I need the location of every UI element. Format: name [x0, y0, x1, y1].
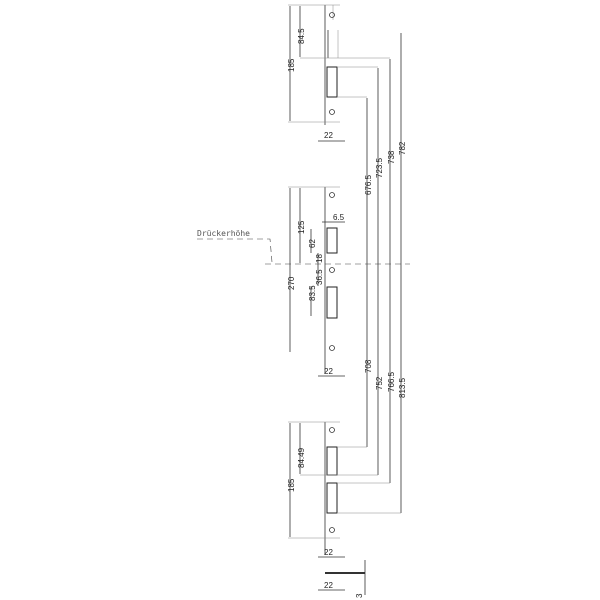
- top-plate: 185 84.5 22: [287, 4, 390, 142]
- screw-hole-icon: [329, 427, 335, 433]
- dim-83-5: 83.5: [308, 285, 317, 301]
- dim-723-5: 723.5: [375, 157, 384, 178]
- bolt-cutout: [326, 286, 338, 319]
- screw-hole-icon: [329, 12, 335, 18]
- middle-plate: 6.5 270 125 62 18 36.5 83.5 Drückerhöhe …: [197, 186, 410, 377]
- dim-766-5: 766.5: [387, 371, 396, 392]
- follower-hole-icon: [329, 267, 335, 273]
- dim-top-offset: 84.5: [297, 28, 306, 44]
- dim-middle-width: 22: [324, 367, 333, 376]
- dim-section-width: 22: [324, 581, 333, 590]
- dim-676-5: 676.5: [364, 174, 373, 195]
- dim-36-5: 36.5: [315, 269, 324, 285]
- screw-hole-icon: [329, 527, 335, 533]
- dim-752: 752: [375, 376, 384, 390]
- dim-708: 708: [364, 359, 373, 373]
- dim-62: 62: [308, 239, 317, 248]
- dim-section-thickness: 3: [355, 593, 364, 598]
- dim-top-width: 22: [324, 131, 333, 140]
- dim-782: 782: [398, 141, 407, 155]
- bottom-plate: 185 84.49 22: [287, 421, 401, 558]
- dim-18: 18: [315, 254, 324, 263]
- overall-dimensions: 676.5 723.5 738 782 708 752 766.5 813.5: [364, 33, 407, 513]
- latch-cutout: [326, 227, 338, 254]
- screw-hole-icon: [329, 192, 335, 198]
- dim-bottom-offset: 84.49: [297, 447, 306, 468]
- dim-125: 125: [297, 220, 306, 234]
- section-view: 22 3: [318, 560, 366, 598]
- screw-hole-icon: [329, 345, 335, 351]
- dim-bottom-height: 185: [287, 478, 296, 492]
- dim-top-height: 185: [287, 58, 296, 72]
- handle-height-label: Drückerhöhe: [197, 229, 250, 238]
- dim-738: 738: [387, 150, 396, 164]
- dim-270: 270: [287, 276, 296, 290]
- dim-bottom-width: 22: [324, 548, 333, 557]
- screw-hole-icon: [329, 109, 335, 115]
- dim-813-5: 813.5: [398, 377, 407, 398]
- dim-6-5: 6.5: [333, 213, 345, 222]
